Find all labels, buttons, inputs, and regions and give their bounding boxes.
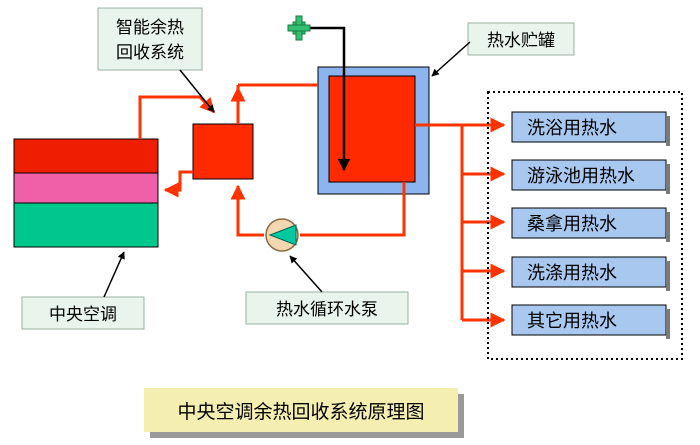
cold-water-inlet — [287, 15, 351, 172]
tank-label: 热水贮罐 — [467, 22, 575, 56]
diagram-title: 中央空调余热回收系统原理图 — [144, 388, 464, 438]
pipe-recovery-to-ac — [163, 170, 193, 198]
pump-label: 热水循环水泵 — [245, 291, 409, 325]
central-ac-label-text: 中央空调 — [49, 305, 117, 325]
output-box-1: 洗浴用热水 — [511, 111, 670, 146]
output-label-5: 其它用热水 — [527, 311, 617, 332]
pipe-pump-to-recovery — [230, 184, 264, 237]
tank-label-text: 热水贮罐 — [487, 31, 555, 51]
heat-recovery-label-line2: 回收系统 — [116, 43, 184, 63]
ac-layer-pink — [13, 172, 159, 204]
heat-recovery-pointer — [179, 69, 215, 113]
heat-recovery-unit — [192, 123, 254, 180]
pipe-tank-to-pump — [300, 182, 406, 237]
output-box-3: 桑拿用热水 — [511, 207, 670, 242]
output-box-5: 其它用热水 — [511, 304, 670, 339]
output-box-2: 游泳池用热水 — [511, 159, 670, 194]
output-label-1: 洗浴用热水 — [527, 118, 617, 139]
central-ac-label: 中央空调 — [21, 296, 145, 330]
tank-pointer — [431, 41, 471, 77]
pump-label-text: 热水循环水泵 — [276, 300, 378, 320]
outputs-group-frame — [487, 91, 683, 360]
heat-recovery-label: 智能余热 回收系统 — [97, 7, 203, 71]
output-label-2: 游泳池用热水 — [527, 166, 635, 187]
pump-pointer — [289, 255, 323, 293]
central-ac-unit — [13, 138, 159, 248]
output-label-3: 桑拿用热水 — [527, 213, 617, 235]
ac-layer-red — [13, 138, 159, 174]
ac-layer-green — [13, 202, 159, 248]
output-label-4: 洗涤用热水 — [527, 263, 617, 284]
diagram-title-text: 中央空调余热回收系统原理图 — [177, 401, 424, 423]
circulation-pump-icon — [265, 218, 299, 252]
output-box-4: 洗涤用热水 — [511, 256, 670, 291]
tank-core — [328, 75, 416, 183]
heat-recovery-label-line1: 智能余热 — [116, 18, 184, 38]
inlet-pipe — [300, 26, 351, 172]
hot-water-tank — [317, 66, 430, 195]
valve-icon — [287, 15, 311, 41]
central-ac-pointer — [103, 251, 125, 298]
